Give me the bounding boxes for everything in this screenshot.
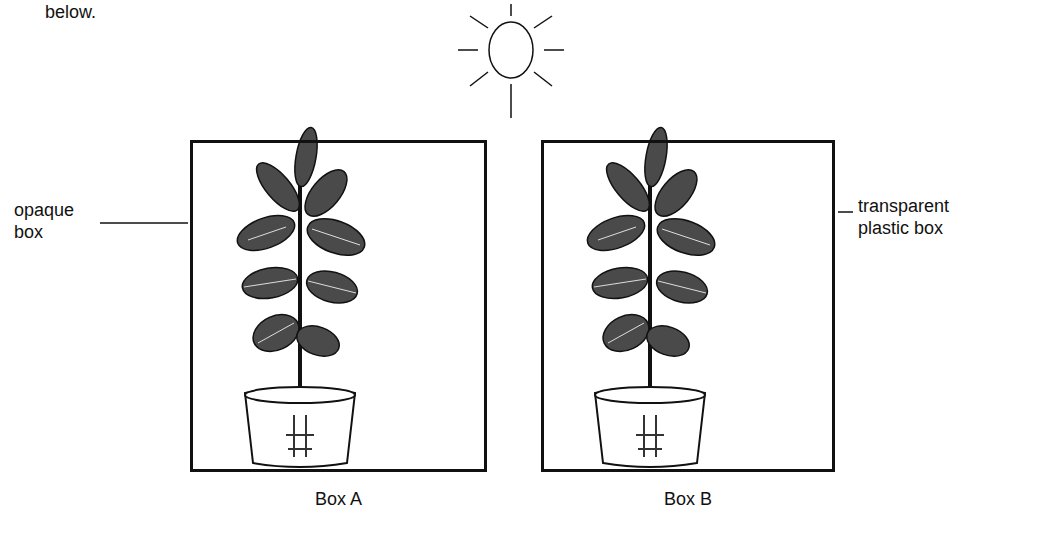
cut-off-text: below. [45,2,125,24]
box-label: transparent plastic box [858,196,970,239]
opaque-box: Box A [190,140,487,472]
box-label: opaque box [14,200,96,243]
box-caption: Box B [544,489,832,511]
box-caption: Box A [193,489,484,511]
transparent-box: Box B [541,140,835,472]
